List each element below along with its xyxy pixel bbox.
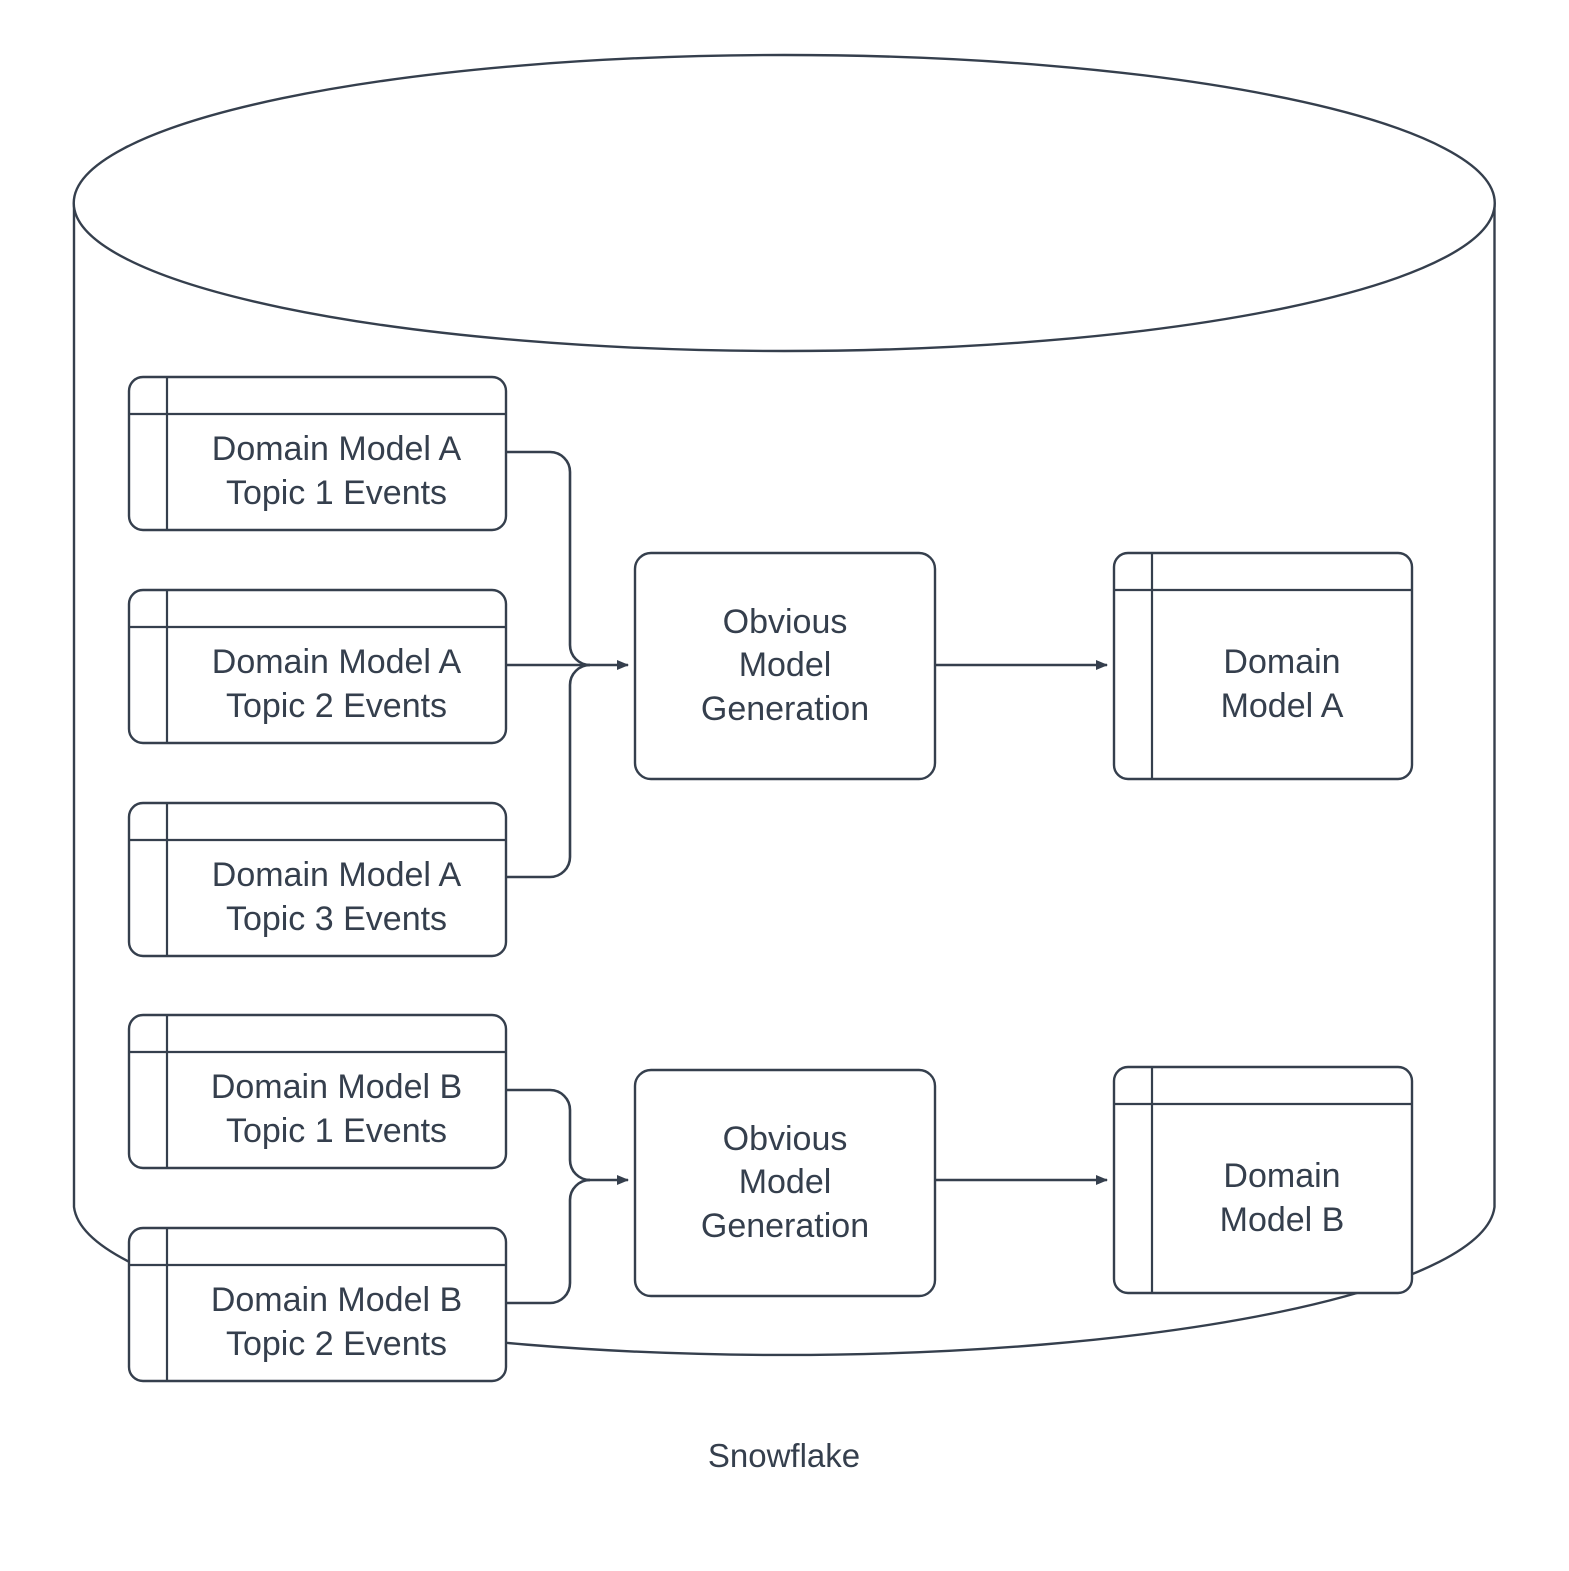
shape-a-topic-3[interactable] (127, 801, 508, 958)
connector-group-a (506, 450, 629, 879)
connector-a-topic-3 (506, 663, 591, 879)
snowflake-label: Snowflake (707, 1437, 861, 1474)
connector-b-topic-2 (506, 1178, 591, 1305)
shape-a-topic-2[interactable] (127, 588, 508, 745)
shape-b-topic-2[interactable] (127, 1226, 508, 1383)
shape-domain-model-a[interactable] (1112, 551, 1414, 781)
connector-a-topic-1 (506, 450, 591, 667)
shape-a-topic-1[interactable] (127, 375, 508, 532)
shape-process-a[interactable] (633, 551, 937, 781)
connector-group-b (506, 1088, 629, 1305)
shape-domain-model-b[interactable] (1112, 1065, 1414, 1295)
connector-b-topic-1 (506, 1088, 591, 1182)
shape-process-b[interactable] (633, 1068, 937, 1298)
shape-b-topic-1[interactable] (127, 1013, 508, 1170)
